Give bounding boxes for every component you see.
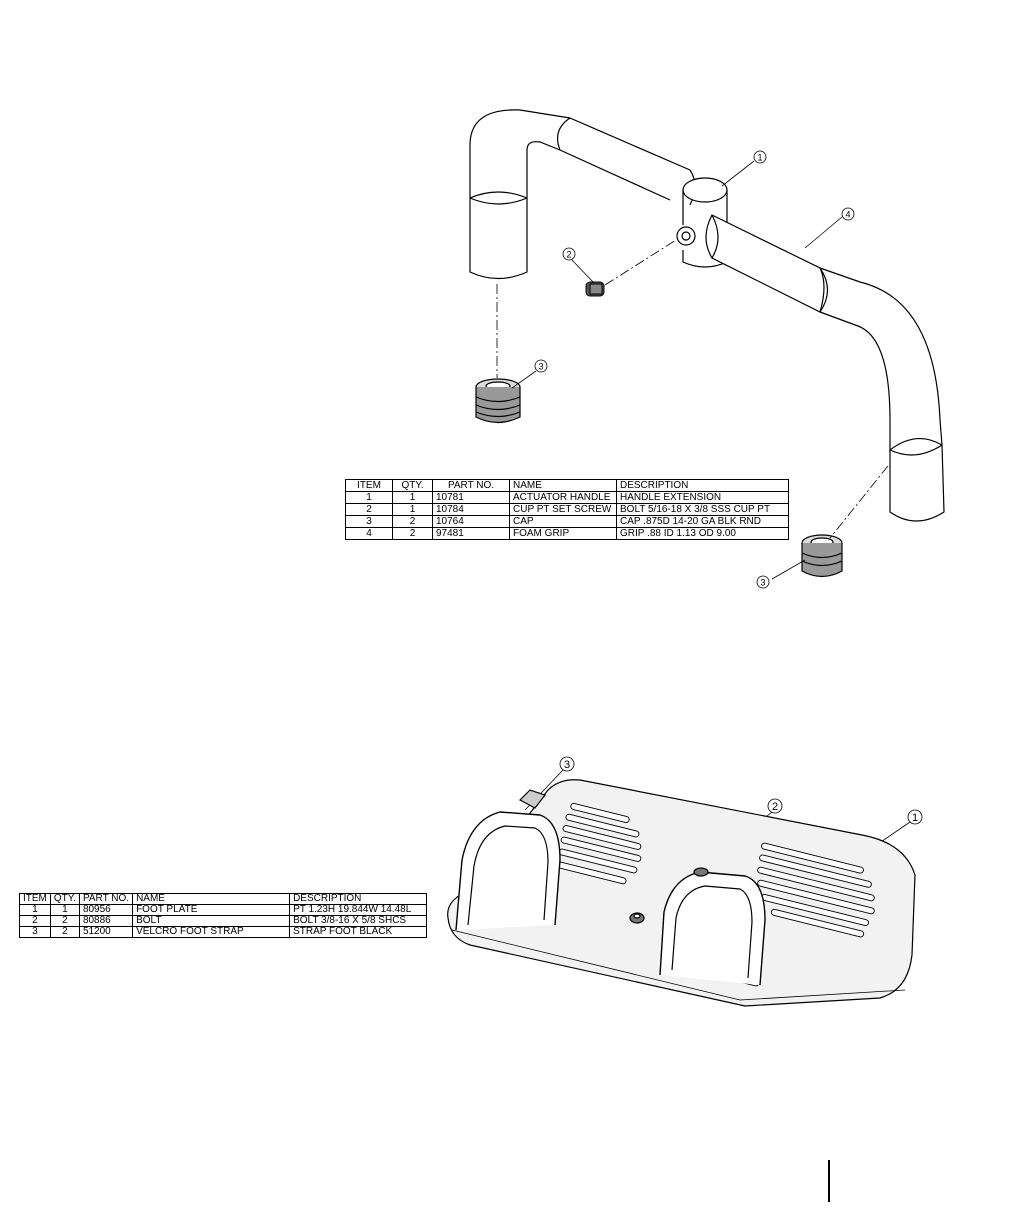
callout-handle-4: 4 — [845, 210, 850, 220]
cap-left-drawing — [475, 378, 521, 424]
cell-description: GRIP .88 ID 1.13 OD 9.00 — [616, 527, 789, 540]
table-row: 2 1 10784 CUP PT SET SCREW BOLT 5/16-18 … — [345, 503, 789, 516]
footplate-bom-table: ITEM QTY. PART NO. NAME DESCRIPTION 1 1 … — [19, 893, 428, 938]
cell-item: 1 — [19, 904, 51, 916]
cell-description: CAP .875D 14-20 GA BLK RND — [616, 515, 789, 528]
cell-item: 2 — [19, 915, 51, 927]
header-qty: QTY. — [392, 479, 433, 492]
cell-qty: 1 — [392, 503, 433, 516]
table-row: 2 2 80886 BOLT BOLT 3/8-16 X 5/8 SHCS — [19, 915, 428, 927]
callout-handle-3a: 3 — [538, 362, 543, 372]
header-name: NAME — [509, 479, 617, 492]
header-item: ITEM — [345, 479, 393, 492]
handle-bom-table: ITEM QTY. PART NO. NAME DESCRIPTION 1 1 … — [345, 479, 789, 540]
cell-item: 3 — [345, 515, 393, 528]
explode-lines — [496, 239, 889, 539]
cell-qty: 2 — [392, 515, 433, 528]
callout-handle-2: 2 — [566, 250, 571, 260]
cell-description: STRAP FOOT BLACK — [289, 926, 428, 938]
callout-handle-3b: 3 — [760, 578, 765, 588]
actuator-handle-drawing — [469, 109, 945, 522]
cell-part-no: 10784 — [432, 503, 510, 516]
callout-handle-1: 1 — [757, 153, 762, 163]
cell-item: 2 — [345, 503, 393, 516]
cell-name: BOLT — [132, 915, 291, 927]
table-row: 3 2 51200 VELCRO FOOT STRAP STRAP FOOT B… — [19, 926, 428, 938]
cell-part-no: 10781 — [432, 491, 510, 504]
cell-item: 3 — [19, 926, 51, 938]
table-header-row: ITEM QTY. PART NO. NAME DESCRIPTION — [345, 479, 789, 492]
callout-balloons — [534, 150, 923, 825]
cell-qty: 1 — [392, 491, 433, 504]
cell-part-no: 51200 — [78, 926, 134, 938]
table-header-row: ITEM QTY. PART NO. NAME DESCRIPTION — [19, 893, 428, 905]
header-part-no: PART NO. — [78, 893, 134, 905]
cell-item: 4 — [345, 527, 393, 540]
header-description: DESCRIPTION — [616, 479, 789, 492]
page-divider — [828, 1160, 830, 1202]
cell-description: BOLT 3/8-16 X 5/8 SHCS — [289, 915, 428, 927]
foot-plate-drawing — [447, 779, 916, 1007]
callout-foot-2: 2 — [772, 801, 778, 813]
table-row: 1 1 80956 FOOT PLATE PT 1.23H 19.844W 14… — [19, 904, 428, 916]
set-screw-drawing — [585, 281, 605, 297]
header-name: NAME — [132, 893, 291, 905]
table-row: 3 2 10764 CAP CAP .875D 14-20 GA BLK RND — [345, 515, 789, 528]
cell-name: CUP PT SET SCREW — [509, 503, 617, 516]
callout-foot-1: 1 — [912, 812, 918, 824]
header-qty: QTY. — [49, 893, 80, 905]
cell-qty: 2 — [392, 527, 433, 540]
table-row: 1 1 10781 ACTUATOR HANDLE HANDLE EXTENSI… — [345, 491, 789, 504]
header-item: ITEM — [19, 893, 51, 905]
cell-name: FOAM GRIP — [509, 527, 617, 540]
table-row: 4 2 97481 FOAM GRIP GRIP .88 ID 1.13 OD … — [345, 527, 789, 540]
cell-part-no: 80956 — [78, 904, 134, 916]
cell-qty: 2 — [49, 926, 80, 938]
cell-description: HANDLE EXTENSION — [616, 491, 789, 504]
cell-name: VELCRO FOOT STRAP — [132, 926, 291, 938]
cell-qty: 2 — [49, 915, 80, 927]
cell-qty: 1 — [49, 904, 80, 916]
cell-name: FOOT PLATE — [132, 904, 291, 916]
cell-item: 1 — [345, 491, 393, 504]
callout-foot-3: 3 — [564, 759, 570, 771]
cell-part-no: 80886 — [78, 915, 134, 927]
header-description: DESCRIPTION — [289, 893, 428, 905]
cell-part-no: 97481 — [432, 527, 510, 540]
cap-right-drawing — [801, 534, 843, 578]
cell-name: ACTUATOR HANDLE — [509, 491, 617, 504]
cell-part-no: 10764 — [432, 515, 510, 528]
cell-name: CAP — [509, 515, 617, 528]
cell-description: PT 1.23H 19.844W 14.48L — [289, 904, 428, 916]
header-part-no: PART NO. — [432, 479, 510, 492]
cell-description: BOLT 5/16-18 X 3/8 SSS CUP PT — [616, 503, 789, 516]
callout-numbers: 1 4 2 3 3 3 2 1 — [538, 153, 918, 825]
